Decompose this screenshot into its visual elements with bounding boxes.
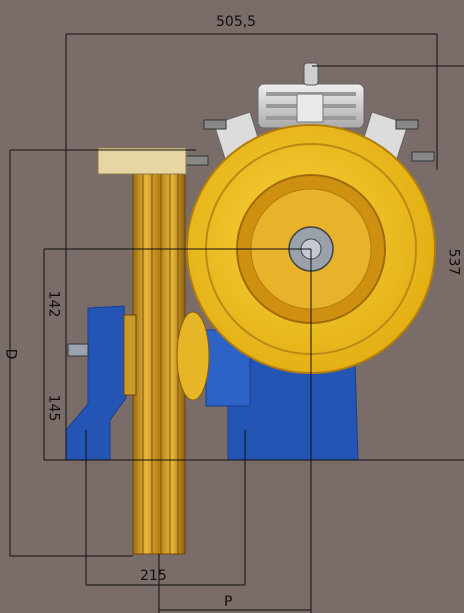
height-label: 537 xyxy=(445,248,462,276)
pitch-symbol-label: P xyxy=(224,594,233,610)
top-plate xyxy=(97,147,187,175)
upper-offset-label: 142 xyxy=(45,290,62,318)
pulley-belts xyxy=(123,171,210,555)
total-width-label: 505,5 xyxy=(216,14,257,30)
base-width-label: 215 xyxy=(140,568,167,584)
motor-housing xyxy=(257,62,365,129)
diameter-symbol-label: D xyxy=(2,348,19,360)
dimension-lines xyxy=(9,33,464,613)
lower-offset-label: 145 xyxy=(45,394,62,422)
